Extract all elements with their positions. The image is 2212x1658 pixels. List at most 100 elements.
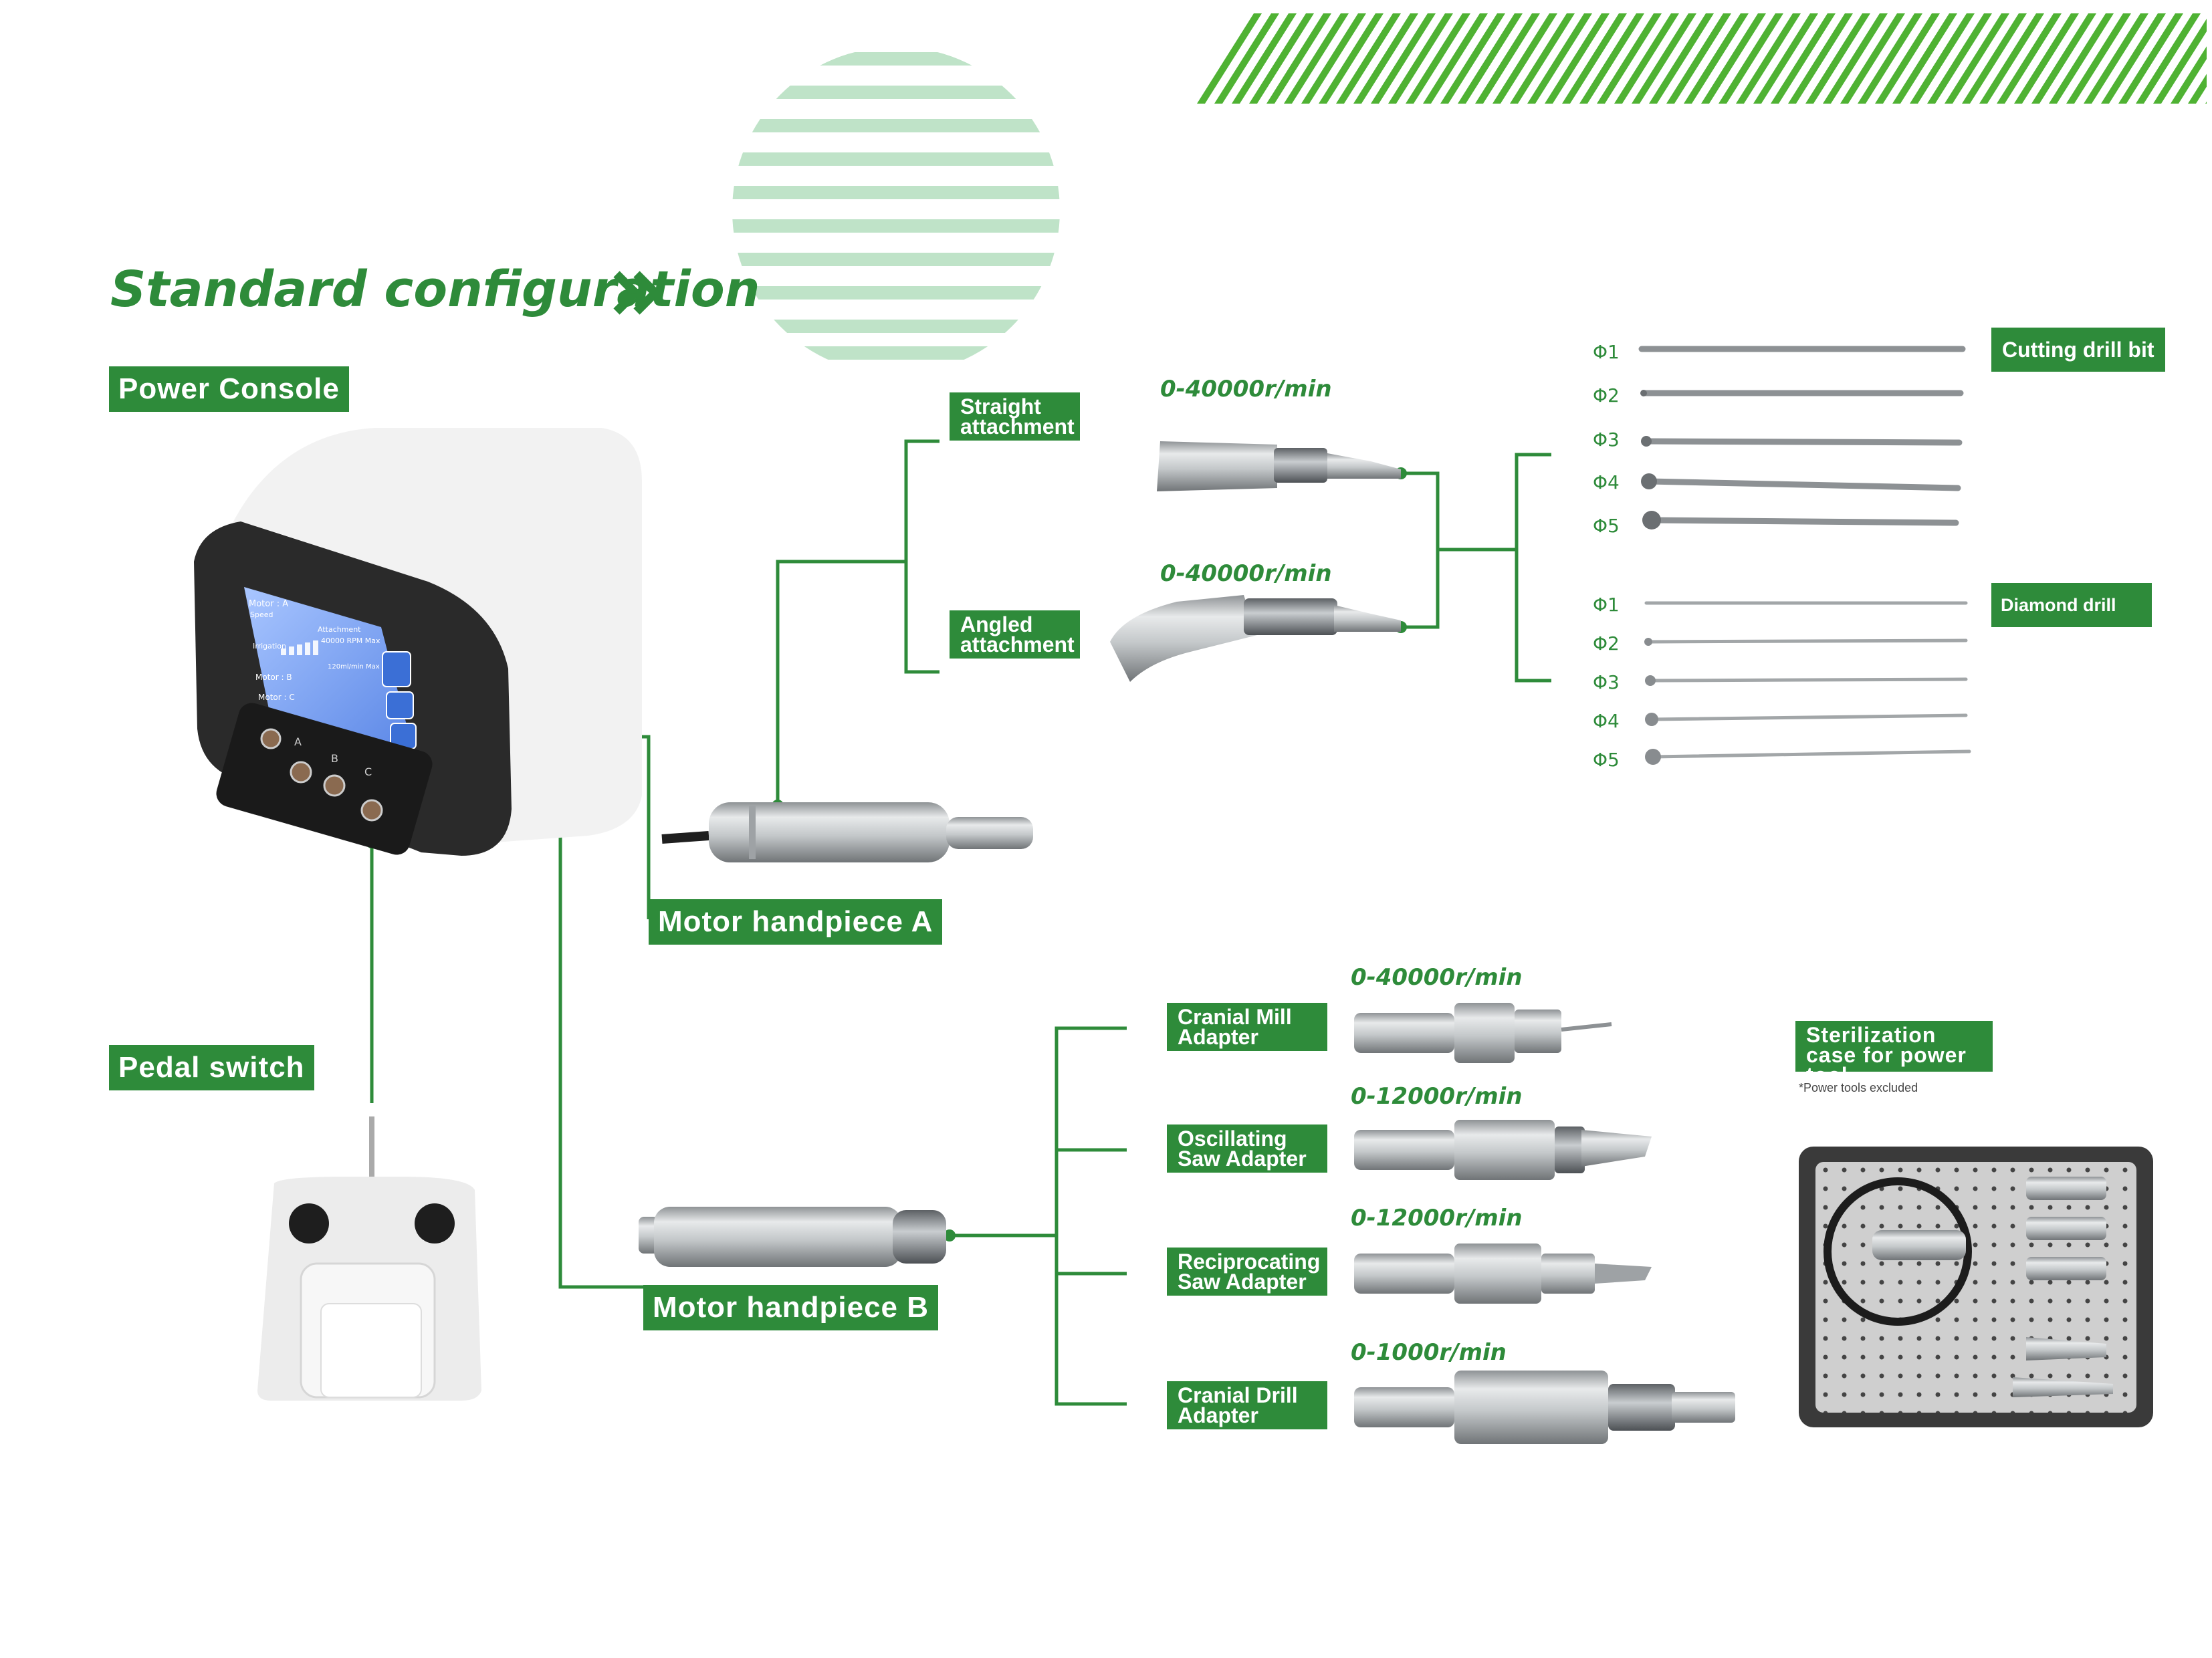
diagonal-stripe [1875, 13, 1940, 104]
diagonal-stripe [1701, 13, 1766, 104]
diamond-drill-bits-image [1644, 601, 1971, 759]
cutting-size-5: Φ5 [1593, 515, 1620, 537]
diagonal-stripe [1597, 13, 1662, 104]
cutting-size-4: Φ4 [1593, 471, 1620, 493]
diagonal-stripe [1927, 13, 1992, 104]
port-label-a: A [294, 735, 302, 748]
diagonal-stripe [1475, 13, 1540, 104]
motor-handpiece-b-label: Motor handpiece B [643, 1285, 939, 1330]
motor-handpiece-a-image [661, 802, 1033, 862]
diamond-size-2: Φ2 [1593, 632, 1620, 655]
diagonal-stripe [1771, 13, 1836, 104]
straight-attachment-label: Straight attachment [950, 392, 1080, 441]
screen-motor-c: Motor : C [258, 693, 295, 702]
diagonal-stripe [2049, 13, 2114, 104]
diagonal-stripe [1892, 13, 1957, 104]
diagonal-stripe [2136, 13, 2201, 104]
diamond-size-5: Φ5 [1593, 749, 1620, 771]
reciprocating-saw-adapter-label: Reciprocating Saw Adapter [1167, 1248, 1327, 1296]
diagonal-stripe [1197, 13, 1262, 104]
power-console-image: Motor : A Speed Attachment 40000 RPM Max… [194, 428, 642, 856]
diagonal-stripe [1666, 13, 1731, 104]
console-port-c [323, 774, 346, 797]
decorative-diagonal-stripes [1197, 13, 2207, 104]
motor-handpiece-b-image [639, 1207, 946, 1267]
screen-motor-b: Motor : B [255, 673, 292, 682]
diagonal-stripe [1997, 13, 2062, 104]
diagonal-stripe [1458, 13, 1523, 104]
reciprocating-saw-adapter-image [1354, 1244, 1652, 1304]
pedal-switch-label: Pedal switch [109, 1045, 314, 1090]
console-port-a [260, 728, 282, 749]
diagonal-stripe [1406, 13, 1470, 104]
diagonal-stripe [2031, 13, 2096, 104]
diagonal-stripe [1753, 13, 1818, 104]
cutting-drill-bit-label: Cutting drill bit [1991, 328, 2165, 372]
diagonal-stripe [1266, 13, 1331, 104]
motor-handpiece-a-label: Motor handpiece A [649, 899, 943, 945]
cutting-drill-bits-image [1638, 346, 1966, 526]
diagonal-stripe [1962, 13, 2027, 104]
diagonal-stripe [2171, 46, 2207, 104]
diagonal-stripe [2066, 13, 2131, 104]
diagonal-stripe [1632, 13, 1696, 104]
console-port-pedal [360, 799, 383, 822]
diagonal-stripe [2084, 13, 2148, 104]
cranial-drill-adapter-label: Cranial Drill Adapter [1167, 1381, 1327, 1429]
angled-attachment-label: Angled attachment [950, 610, 1080, 659]
diagonal-stripe [1736, 13, 1801, 104]
diagonal-stripe [2014, 13, 2079, 104]
diagonal-stripe [1719, 13, 1783, 104]
sterilization-note: *Power tools excluded [1799, 1081, 1918, 1094]
diagonal-stripe [1788, 13, 1853, 104]
angled-attachment-image [1110, 595, 1401, 682]
diagonal-stripe [1562, 13, 1627, 104]
diagonal-stripe [1492, 13, 1557, 104]
diagonal-stripe [2153, 18, 2207, 104]
straight-attachment-image [1157, 441, 1401, 491]
diagonal-stripe [2101, 13, 2166, 104]
page-title: Standard configuration [110, 261, 760, 318]
diagonal-stripe [1510, 13, 1575, 104]
diagonal-stripe [1371, 13, 1436, 104]
diagonal-stripe [1284, 13, 1349, 104]
cutting-size-3: Φ3 [1593, 429, 1620, 451]
sterilization-case-image [1799, 1147, 2153, 1427]
decorative-circle-stripes [732, 52, 1060, 360]
diagonal-stripe [1214, 13, 1279, 104]
double-chevron-right-icon [613, 271, 662, 315]
cranial-mill-adapter-image [1354, 1003, 1612, 1063]
diagonal-stripe [1301, 13, 1366, 104]
oscillating-saw-speed: 0-12000r/min [1351, 1083, 1523, 1110]
diagonal-stripe [1232, 13, 1297, 104]
diagonal-stripe [2205, 101, 2207, 104]
screen-speed: Speed [250, 610, 273, 619]
diamond-size-4: Φ4 [1593, 710, 1620, 732]
diagonal-stripe [1945, 13, 2009, 104]
cutting-size-1: Φ1 [1593, 341, 1620, 363]
reciprocating-saw-speed: 0-12000r/min [1351, 1205, 1523, 1231]
diagonal-stripe [1527, 13, 1592, 104]
diagonal-stripe [1440, 13, 1505, 104]
diamond-drill-heads [1644, 638, 1661, 765]
diagonal-stripe [1579, 13, 1644, 104]
straight-attachment-speed: 0-40000r/min [1160, 376, 1332, 402]
cranial-drill-speed: 0-1000r/min [1351, 1339, 1507, 1366]
diagonal-stripe [1423, 13, 1488, 104]
screen-irrigation: Irrigation [253, 642, 286, 650]
diamond-size-3: Φ3 [1593, 671, 1620, 693]
diagonal-stripe [1805, 13, 1870, 104]
oscillating-saw-adapter-image [1354, 1120, 1652, 1180]
cutting-size-2: Φ2 [1593, 384, 1620, 406]
screen-attachment: Attachment [318, 625, 361, 634]
diagonal-stripe [2188, 74, 2207, 104]
angled-attachment-speed: 0-40000r/min [1160, 560, 1332, 587]
port-label-b: B [331, 752, 338, 765]
diagonal-stripe [1858, 13, 1922, 104]
cranial-mill-adapter-label: Cranial Mill Adapter [1167, 1003, 1327, 1051]
diagonal-stripe [1684, 13, 1749, 104]
diagonal-stripe [1388, 13, 1453, 104]
power-console-label: Power Console [109, 366, 349, 412]
diagonal-stripe [1249, 13, 1314, 104]
